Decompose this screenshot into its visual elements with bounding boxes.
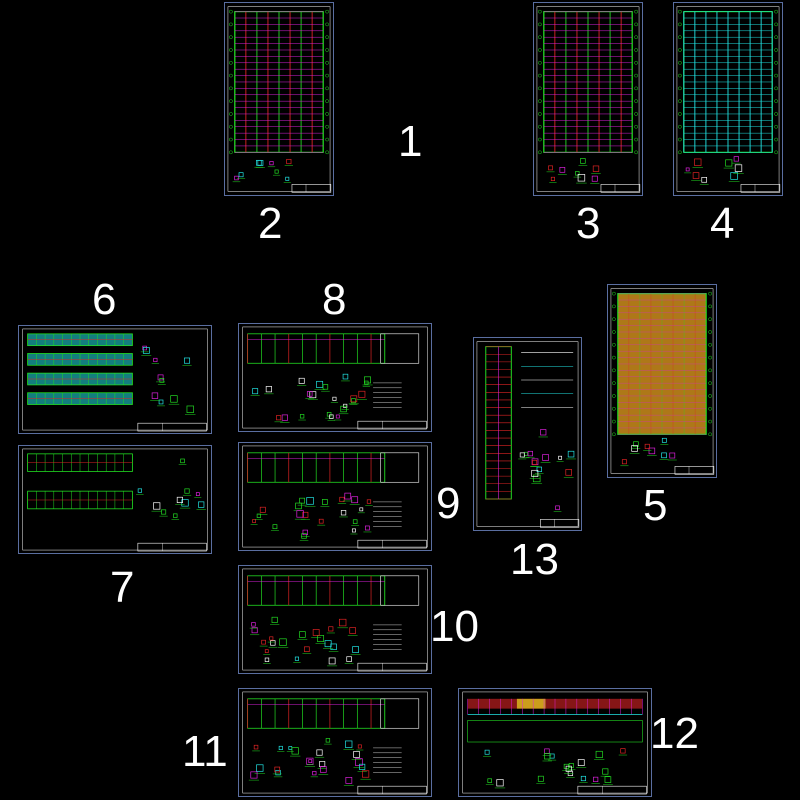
sheet-7-drawing — [22, 448, 208, 552]
sheet-11-drawing — [242, 691, 428, 795]
drawing-sheet-3[interactable] — [533, 2, 643, 196]
drawing-sheet-10[interactable] — [238, 565, 432, 674]
sheet-4-drawing — [676, 6, 781, 193]
sheet-number-3: 3 — [576, 199, 601, 248]
sheet-number-11: 11 — [182, 727, 228, 776]
sheet-3-drawing — [536, 6, 641, 193]
drawing-sheet-11[interactable] — [238, 688, 432, 797]
drawing-sheet-8[interactable] — [238, 323, 432, 432]
sheet-10-drawing — [242, 568, 428, 672]
drawing-sheet-7[interactable] — [18, 445, 212, 554]
sheet-number-8: 8 — [322, 275, 347, 324]
sheet-5-drawing — [610, 288, 715, 475]
sheet-number-6: 6 — [92, 275, 117, 324]
sheet-number-7: 7 — [110, 563, 135, 612]
sheet-12-drawing — [462, 691, 648, 795]
drawing-sheet-13[interactable] — [473, 337, 582, 531]
sheet-number-12: 12 — [650, 709, 699, 758]
sheet-number-10: 10 — [430, 602, 479, 651]
sheet-6-drawing — [22, 328, 208, 432]
sheet-number-1: 1 — [398, 117, 423, 166]
sheet-number-5: 5 — [643, 481, 668, 530]
drawing-sheet-9[interactable] — [238, 442, 432, 551]
drawing-sheet-2[interactable] — [224, 2, 334, 196]
sheet-9-drawing — [242, 445, 428, 549]
sheet-number-9: 9 — [436, 479, 461, 528]
sheet-8-drawing — [242, 326, 428, 430]
drawing-sheet-5[interactable] — [607, 284, 717, 478]
drawing-sheet-6[interactable] — [18, 325, 212, 434]
sheet-13-drawing — [476, 341, 580, 528]
sheet-number-13: 13 — [510, 535, 559, 584]
sheet-2-drawing — [227, 6, 332, 193]
sheet-number-2: 2 — [258, 199, 283, 248]
drawing-sheet-4[interactable] — [673, 2, 783, 196]
sheet-number-4: 4 — [710, 199, 735, 248]
drawing-sheet-12[interactable] — [458, 688, 652, 797]
